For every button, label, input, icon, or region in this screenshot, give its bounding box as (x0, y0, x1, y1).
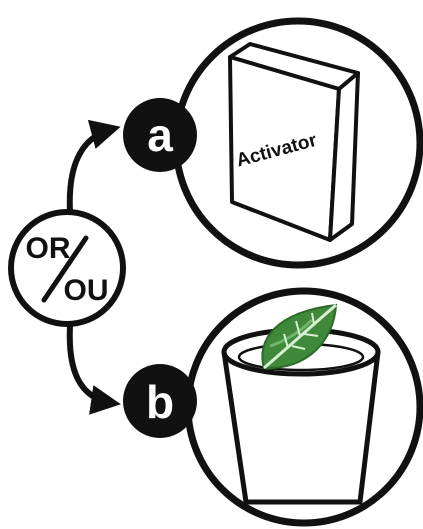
option-b-badge: b (123, 364, 197, 438)
choice-slash (41, 235, 89, 303)
leaf-in-cup-icon (221, 303, 381, 505)
option-a-letter: a (147, 109, 173, 161)
option-a: Activator a (123, 17, 423, 269)
option-a-badge: a (123, 98, 197, 172)
arrow-to-option-b (66, 323, 121, 415)
or-ou-choice: OR OU (8, 209, 126, 327)
arrow-to-option-a (66, 119, 121, 215)
ou-label: OU (64, 274, 109, 307)
or-label: OR (26, 232, 71, 265)
activator-box-icon: Activator (228, 42, 360, 242)
option-b: b (123, 287, 423, 527)
option-b-letter: b (146, 376, 174, 428)
